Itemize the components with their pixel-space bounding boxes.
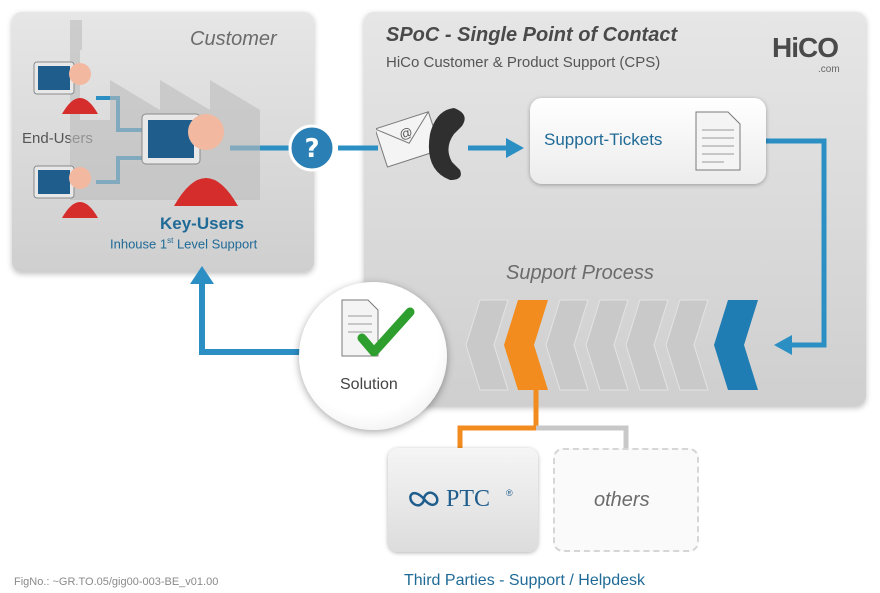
- others-box: [553, 448, 699, 552]
- document-icon: [695, 111, 741, 171]
- support-tickets-label: Support-Tickets: [544, 130, 663, 149]
- hico-logo: HiCO: [772, 32, 839, 63]
- arrow-to-process: [774, 335, 792, 355]
- orange-link-wire: [457, 386, 539, 448]
- process-chevrons: [465, 299, 758, 391]
- process-step-active: [504, 300, 548, 390]
- solution-label: Solution: [340, 376, 398, 393]
- process-step-1: [465, 299, 509, 391]
- ptc-logo-icon: [409, 491, 439, 507]
- arrow-to-tickets: [506, 138, 524, 158]
- gray-link-wire: [536, 425, 629, 448]
- key-users-label: Key-Users: [160, 214, 245, 233]
- key-user-icon: [141, 113, 238, 206]
- solution-to-keyuser-wire: [199, 282, 300, 355]
- ptc-label: PTC: [446, 486, 491, 512]
- process-step-5: [625, 299, 669, 391]
- ptc-registered-mark: ®: [506, 488, 513, 498]
- tickets-to-process-wire: [766, 138, 827, 348]
- process-step-3: [545, 299, 589, 391]
- support-process-label: Support Process: [506, 262, 654, 284]
- key-users-subtitle: Inhouse 1st Level Support: [110, 236, 258, 252]
- customer-title: Customer: [190, 28, 277, 50]
- third-parties-caption: Third Parties - Support / Helpdesk: [404, 572, 645, 589]
- svg-text:?: ?: [304, 134, 319, 164]
- end-user-icon-1: [33, 61, 98, 114]
- phone-icon: [428, 108, 465, 180]
- others-label: others: [594, 489, 650, 511]
- hico-logo-suffix: .com: [818, 64, 840, 75]
- svg-text:@: @: [397, 124, 414, 142]
- solution-check-icon: [341, 299, 415, 357]
- ptc-box: [388, 448, 538, 552]
- arrow-to-keyuser: [190, 266, 214, 284]
- process-step-4: [585, 299, 629, 391]
- end-user-icon-2: [33, 165, 98, 218]
- process-step-6: [665, 299, 709, 391]
- spoc-subtitle: HiCo Customer & Product Support (CPS): [386, 54, 661, 71]
- question-icon: ?: [288, 124, 336, 172]
- figure-number: FigNo.: ~GR.TO.05/gig00-003-BE_v01.00: [14, 576, 219, 588]
- process-step-entry: [714, 300, 758, 390]
- spoc-title: SPoC - Single Point of Contact: [386, 24, 678, 46]
